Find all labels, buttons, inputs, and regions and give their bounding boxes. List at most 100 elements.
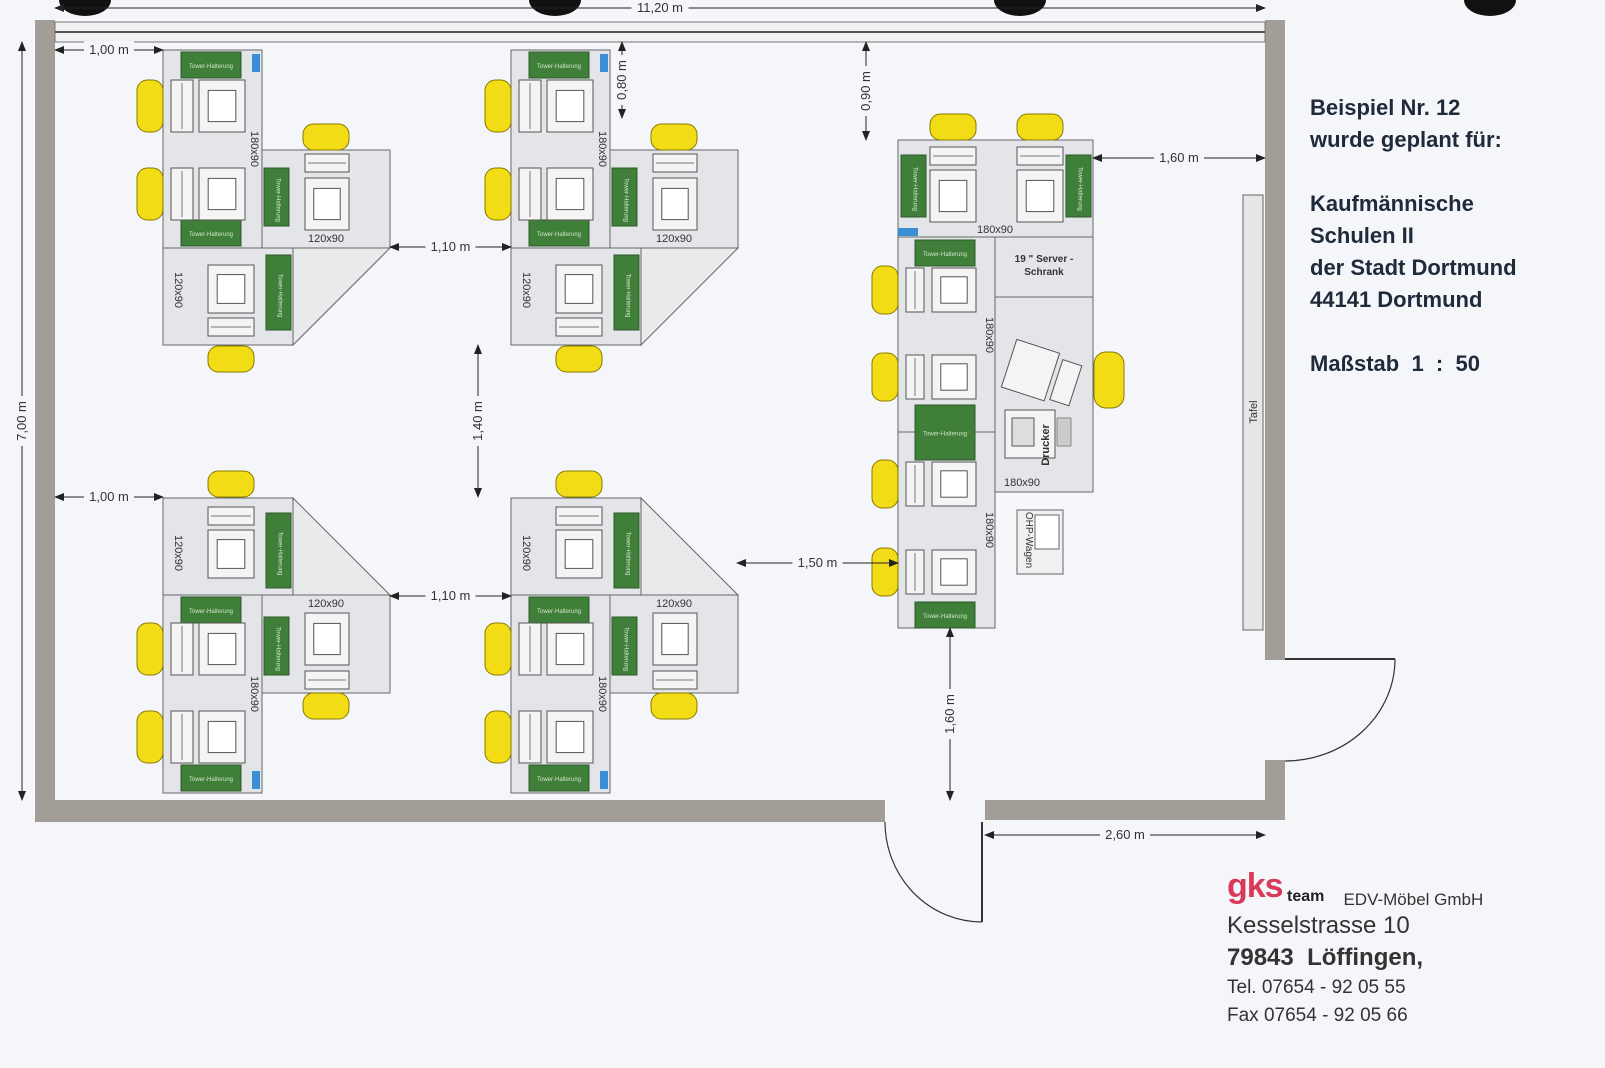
tower-holder bbox=[900, 154, 927, 218]
corner-connector bbox=[292, 247, 392, 347]
wall-left bbox=[35, 20, 55, 822]
chair bbox=[555, 345, 603, 373]
label-bg bbox=[84, 41, 134, 59]
chair bbox=[871, 265, 899, 315]
tower-label: Tower-Halterung bbox=[537, 777, 581, 783]
desk-size-label: 180x90 bbox=[1004, 477, 1040, 489]
tower-holder bbox=[263, 167, 290, 227]
tower-holder bbox=[611, 616, 638, 676]
dimension-mid-gap-top: 1,10 m bbox=[389, 238, 512, 256]
monitor-screen bbox=[207, 89, 237, 123]
dimension-label: 1,60 m bbox=[1159, 150, 1199, 165]
chair bbox=[302, 692, 350, 720]
desk-size-label: 120x90 bbox=[308, 598, 344, 610]
chair bbox=[484, 710, 512, 764]
label-bg bbox=[469, 396, 487, 446]
info-line: 44141 Dortmund bbox=[1310, 287, 1483, 312]
dimension-label: 7,00 m bbox=[14, 401, 29, 441]
label-bg bbox=[941, 689, 959, 739]
monitor-screen bbox=[555, 720, 585, 754]
desk-size-label: 120x90 bbox=[520, 535, 532, 571]
wall-right-upper bbox=[1265, 20, 1285, 660]
tower-label: Tower-Halterung bbox=[923, 614, 967, 620]
wall-right-lower bbox=[1265, 760, 1285, 820]
printer-tray bbox=[1011, 417, 1035, 447]
monitor-icon bbox=[198, 79, 246, 133]
label-bg bbox=[13, 396, 31, 446]
corner-connector bbox=[640, 496, 740, 596]
chair bbox=[929, 113, 977, 141]
desk-size-label: 120x90 bbox=[656, 598, 692, 610]
tower-holder bbox=[528, 51, 590, 79]
dimension-label: 2,60 m bbox=[1105, 827, 1145, 842]
dimension-label: 11,20 m bbox=[637, 0, 683, 15]
tower-holder bbox=[528, 596, 590, 624]
dimension-vertical-gap: 1,40 m bbox=[469, 344, 487, 498]
dimension-left-top: 1,00 m bbox=[54, 41, 164, 59]
label-bg bbox=[1154, 149, 1204, 167]
tower-holder bbox=[613, 512, 640, 589]
tower-holder bbox=[180, 51, 242, 79]
desk-size-label: 180x90 bbox=[983, 317, 995, 353]
info-line: Kaufmännische bbox=[1310, 191, 1474, 216]
monitor-screen bbox=[555, 632, 585, 666]
dimension-label: 1,40 m bbox=[470, 401, 485, 441]
chair bbox=[302, 123, 350, 151]
server-label: 19 " Server - bbox=[1015, 254, 1074, 265]
tower-label: Tower-Halterung bbox=[537, 232, 581, 238]
desk-size-label: 180x90 bbox=[248, 676, 260, 712]
tower-label: Tower-Halterung bbox=[275, 627, 281, 671]
tower-label: Tower-Halterung bbox=[537, 609, 581, 615]
desk-size-label: 120x90 bbox=[308, 233, 344, 245]
tower-label: Tower-Halterung bbox=[277, 273, 283, 317]
chair bbox=[871, 459, 899, 509]
tower-holder bbox=[528, 764, 590, 792]
chair bbox=[136, 79, 164, 133]
board-label: Tafel bbox=[1248, 400, 1260, 423]
desk-size-label: 120x90 bbox=[656, 233, 692, 245]
tower-label: Tower-Halterung bbox=[625, 273, 631, 317]
info-line: der Stadt Dortmund bbox=[1310, 255, 1517, 280]
tower-label: Tower-Halterung bbox=[189, 64, 233, 70]
monitor-icon bbox=[304, 612, 350, 666]
dimension-right-gap: 1,60 m bbox=[1092, 149, 1266, 167]
door-swing-right bbox=[1284, 658, 1396, 762]
keyboard-icon bbox=[1049, 359, 1083, 407]
wall-bottom-left bbox=[35, 800, 885, 822]
corner-connector bbox=[292, 496, 392, 596]
board-tafel bbox=[1242, 194, 1264, 631]
info-line: Schulen II bbox=[1310, 223, 1414, 248]
chair bbox=[650, 692, 698, 720]
printer-label: Drucker bbox=[1040, 423, 1052, 465]
monitor-screen bbox=[564, 539, 594, 569]
chair bbox=[1093, 351, 1125, 409]
label-bg bbox=[425, 238, 476, 256]
tower-label: Tower-Halterung bbox=[923, 252, 967, 258]
door-swing-bottom bbox=[884, 821, 983, 923]
label-bg bbox=[857, 66, 875, 116]
ohp-projector bbox=[1034, 514, 1060, 550]
tower-holder bbox=[180, 219, 242, 247]
tower-label: Tower-Halterung bbox=[625, 531, 631, 575]
cable-port bbox=[600, 54, 608, 72]
monitor-screen bbox=[940, 558, 968, 586]
desk-size-label: 120x90 bbox=[172, 272, 184, 308]
monitor-screen bbox=[207, 632, 237, 666]
dimension-label: 0,80 m bbox=[614, 60, 629, 100]
desk-size-label: 120x90 bbox=[172, 535, 184, 571]
monitor-screen bbox=[216, 539, 246, 569]
dimension-label: 1,10 m bbox=[431, 239, 471, 254]
scale-label: Maßstab 1 : 50 bbox=[1310, 351, 1480, 376]
desk-size-label: 180x90 bbox=[596, 676, 608, 712]
tower-holder bbox=[265, 254, 292, 331]
tower-holder bbox=[528, 219, 590, 247]
monitor-icon bbox=[198, 710, 246, 764]
monitor-screen bbox=[661, 622, 689, 656]
chair bbox=[484, 167, 512, 221]
tower-label: Tower-Halterung bbox=[275, 178, 281, 222]
tower-holder bbox=[263, 616, 290, 676]
desk-size-label: 180x90 bbox=[248, 131, 260, 167]
dimension-label: 0,90 m bbox=[858, 71, 873, 111]
monitor-screen bbox=[938, 179, 968, 213]
company-fax: Fax 07654 - 92 05 66 bbox=[1227, 1005, 1408, 1026]
